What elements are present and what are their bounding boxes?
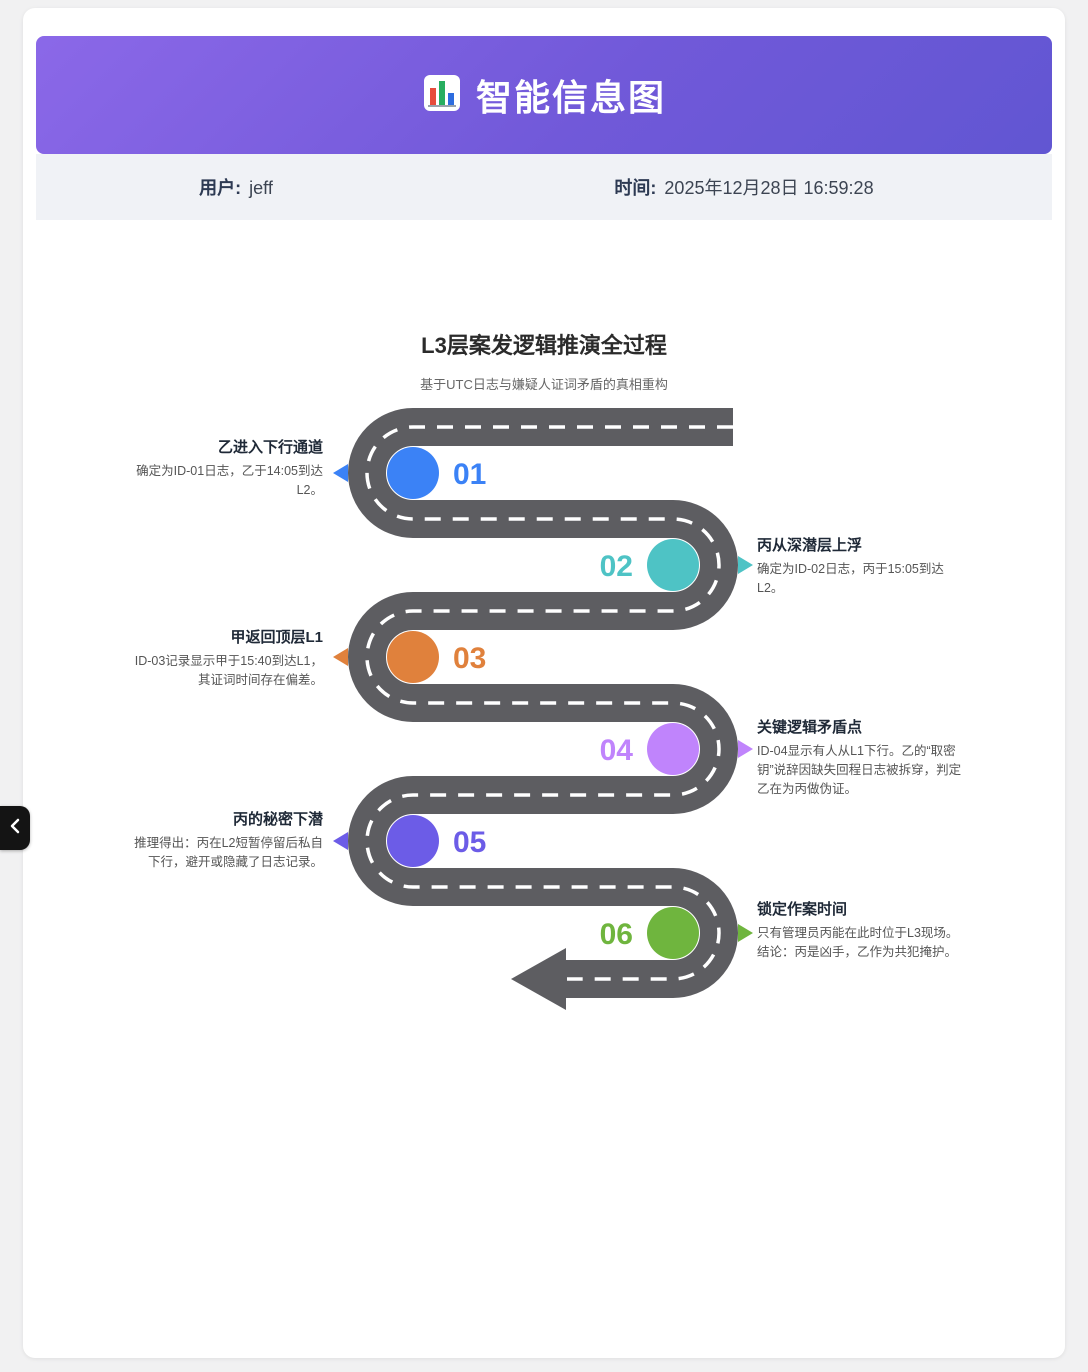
milestone-1-title: 乙进入下行通道: [217, 439, 323, 456]
milestone-5-description: 推理得出：丙在L2短暂停留后私自下行，避开或隐藏了日志记录。: [134, 836, 323, 869]
milestone-4-title: 关键逻辑矛盾点: [757, 719, 863, 736]
milestone-5-text: 丙的秘密下潜 推理得出：丙在L2短暂停留后私自下行，避开或隐藏了日志记录。: [123, 808, 323, 872]
user-value: jeff: [249, 178, 273, 198]
milestone-2-text: 丙从深潜层上浮 确定为ID-02日志，丙于15:05到达L2。: [757, 534, 962, 598]
drawer-handle-button[interactable]: [0, 806, 30, 850]
user-info: 用户: jeff: [36, 174, 436, 200]
time-value: 2025年12月28日 16:59:28: [664, 178, 874, 198]
milestone-6-number: 06: [600, 918, 633, 951]
milestone-4-text: 关键逻辑矛盾点 ID-04显示有人从L1下行。乙的“取密钥”说辞因缺失回程日志被…: [757, 716, 962, 798]
milestone-6-title: 锁定作案时间: [757, 901, 848, 918]
bar-chart-icon: [422, 73, 462, 118]
milestone-3-title: 甲返回顶层L1: [230, 629, 323, 646]
milestone-4-dot: [647, 723, 699, 775]
milestone-5-dot: [387, 815, 439, 867]
milestone-4-description: ID-04显示有人从L1下行。乙的“取密钥”说辞因缺失回程日志被拆穿，判定乙在为…: [757, 744, 962, 796]
infographic-subtitle: 基于UTC日志与嫌疑人证词矛盾的真相重构: [420, 377, 668, 392]
meta-bar: 用户: jeff 时间: 2025年12月28日 16:59:28: [36, 154, 1052, 220]
milestone-5-number: 05: [453, 826, 486, 859]
road-arrowhead-icon: [511, 948, 566, 1010]
infographic-title: L3层案发逻辑推演全过程: [421, 333, 667, 358]
milestone-3-dot: [387, 631, 439, 683]
time-label: 时间:: [614, 178, 657, 198]
user-label: 用户:: [199, 178, 242, 198]
milestone-6-description: 只有管理员丙能在此时位于L3现场。结论：丙是凶手，乙作为共犯掩护。: [757, 926, 959, 959]
milestone-6-text: 锁定作案时间 只有管理员丙能在此时位于L3现场。结论：丙是凶手，乙作为共犯掩护。: [757, 898, 962, 962]
infographic-canvas: L3层案发逻辑推演全过程 基于UTC日志与嫌疑人证词矛盾的真相重构 01 02 …: [23, 228, 1065, 1098]
milestone-6-dot: [647, 907, 699, 959]
milestone-1-description: 确定为ID-01日志，乙于14:05到达L2。: [136, 464, 323, 497]
main-card: 智能信息图 用户: jeff 时间: 2025年12月28日 16:59:28 L3…: [23, 8, 1065, 1358]
milestone-2-pointer-icon: [738, 556, 753, 574]
milestone-3-number: 03: [453, 642, 486, 675]
page-title: 智能信息图: [475, 77, 666, 118]
road-diagram: 01 02 03 04 05 06: [333, 408, 753, 1010]
milestone-4-pointer-icon: [738, 740, 753, 758]
milestone-2-dot: [647, 539, 699, 591]
milestone-5-pointer-icon: [333, 832, 348, 850]
milestone-4-number: 04: [600, 734, 634, 767]
milestone-3-description: ID-03记录显示甲于15:40到达L1，其证词时间存在偏差。: [134, 654, 323, 687]
milestone-3-text: 甲返回顶层L1 ID-03记录显示甲于15:40到达L1，其证词时间存在偏差。: [123, 626, 323, 690]
milestone-2-title: 丙从深潜层上浮: [757, 537, 863, 554]
app-header: 智能信息图: [36, 36, 1052, 154]
milestone-1-number: 01: [453, 458, 486, 491]
road-dash-line: [365, 425, 733, 981]
time-info: 时间: 2025年12月28日 16:59:28: [436, 174, 1052, 200]
milestone-2-description: 确定为ID-02日志，丙于15:05到达L2。: [757, 562, 944, 595]
milestone-2-number: 02: [600, 550, 633, 583]
chevron-left-icon: [9, 818, 21, 839]
milestone-3-pointer-icon: [333, 648, 348, 666]
milestone-5-title: 丙的秘密下潜: [232, 811, 323, 828]
milestone-1-text: 乙进入下行通道 确定为ID-01日志，乙于14:05到达L2。: [123, 436, 323, 500]
milestone-1-dot: [387, 447, 439, 499]
milestone-1-pointer-icon: [333, 464, 348, 482]
milestone-6-pointer-icon: [738, 924, 753, 942]
